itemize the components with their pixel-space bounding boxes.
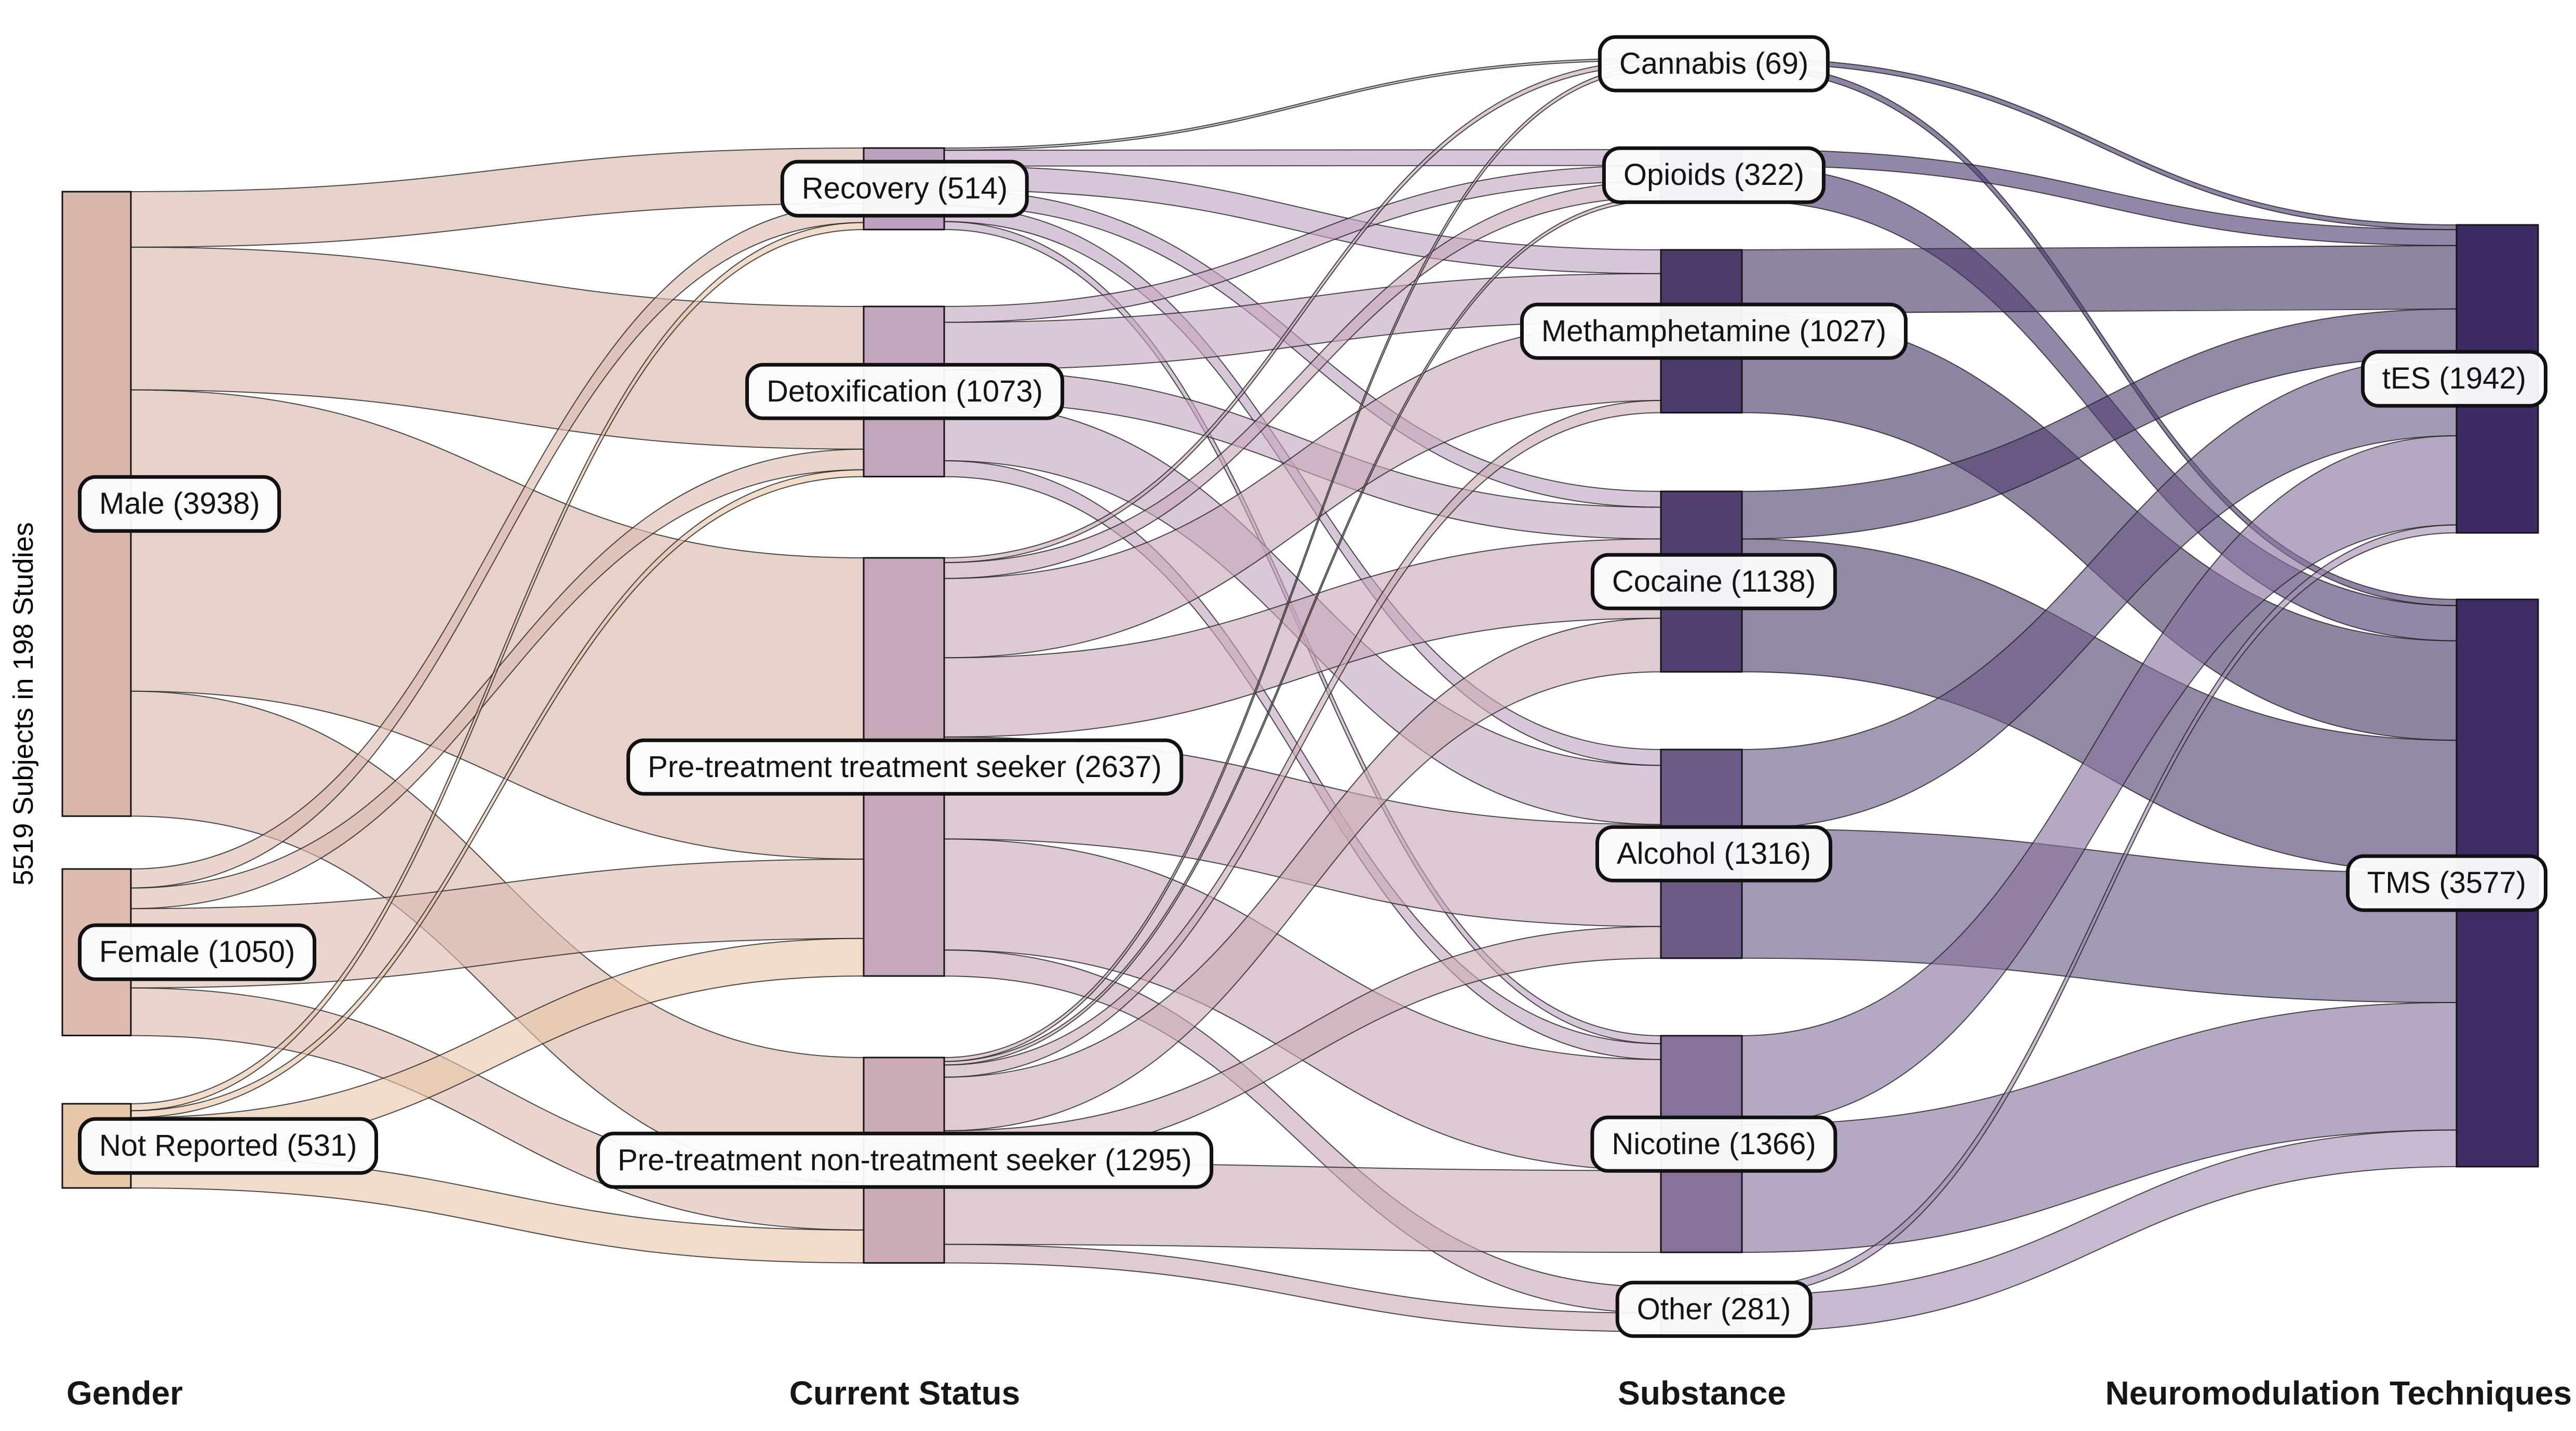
axis-label-substance: Substance — [1618, 1374, 1786, 1412]
node-label-tes: tES (1942) — [2360, 350, 2547, 408]
flow-recovery-cannabis — [944, 57, 1661, 151]
node-label-tms: TMS (3577) — [2345, 854, 2547, 912]
node-label-nicotine: Nicotine (1366) — [1590, 1115, 1837, 1173]
node-label-opioids: Opioids (322) — [1602, 146, 1826, 204]
flow-recovery-opioids — [944, 149, 1661, 167]
node-label-meth: Methamphetamine (1027) — [1520, 302, 1908, 360]
node-label-male: Male (3938) — [78, 475, 281, 533]
node-label-alcohol: Alcohol (1316) — [1595, 825, 1832, 883]
axis-label-gender: Gender — [66, 1374, 183, 1412]
node-label-cannabis: Cannabis (69) — [1598, 35, 1830, 92]
node-label-ptnts: Pre-treatment non-treatment seeker (1295… — [596, 1131, 1213, 1189]
node-label-recovery: Recovery (514) — [780, 160, 1029, 218]
y-axis-label: 5519 Subjects in 198 Studies — [8, 522, 39, 886]
node-label-female: Female (1050) — [78, 924, 317, 981]
axis-label-current-status: Current Status — [789, 1374, 1021, 1412]
node-label-cocaine: Cocaine (1138) — [1590, 553, 1837, 610]
node-label-other: Other (281) — [1615, 1280, 1813, 1339]
axis-label-neuromodulation-techniques: Neuromodulation Techniques — [2105, 1374, 2572, 1412]
node-label-nr: Not Reported (531) — [78, 1117, 379, 1175]
node-label-detox: Detoxification (1073) — [745, 363, 1064, 421]
node-label-ptts: Pre-treatment treatment seeker (2637) — [626, 738, 1183, 796]
